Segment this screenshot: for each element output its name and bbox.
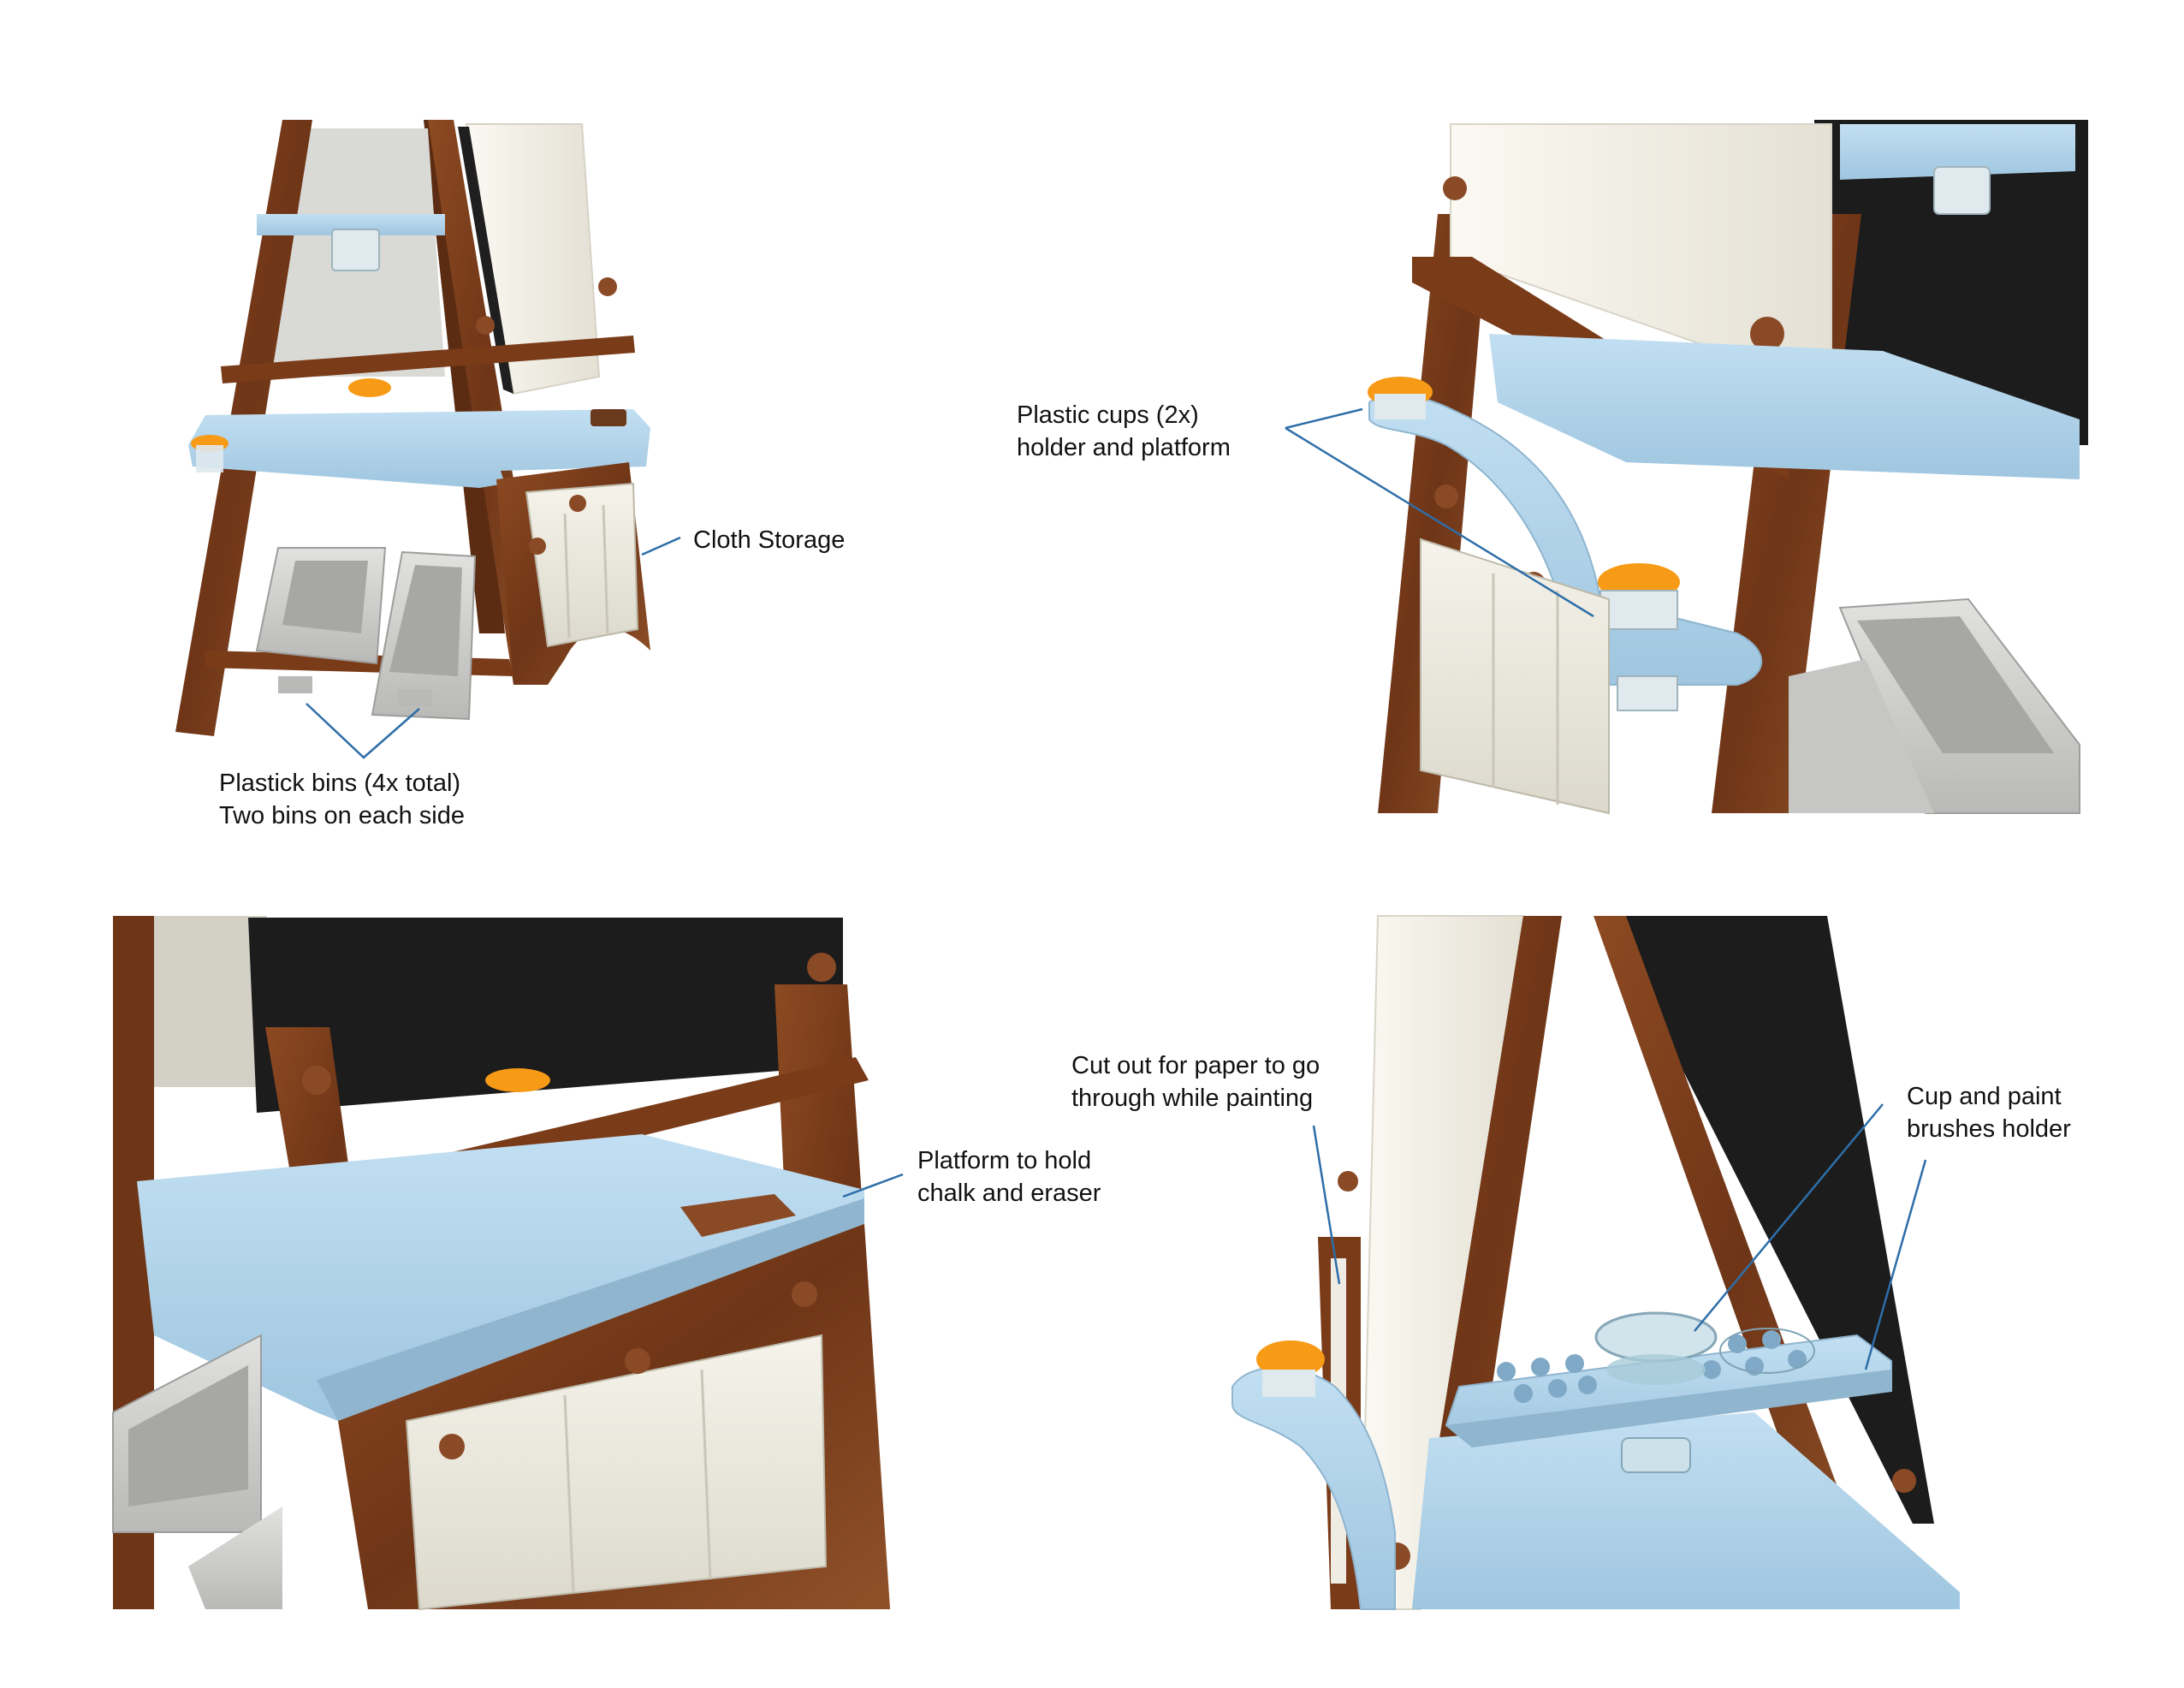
brush-holder-edge: [1446, 1370, 1891, 1447]
leader-bins: [306, 703, 420, 759]
callout-line: Cloth Storage: [693, 526, 846, 554]
callout-line: brushes holder: [1907, 1115, 2071, 1143]
callout-line: Plastic cups (2x): [1017, 401, 1199, 429]
leader-brushes: [1864, 1159, 1927, 1370]
callout-line: holder and platform: [1017, 434, 1231, 461]
callout-chalk-platform: Platform to hold chalk and eraser: [917, 1144, 1101, 1210]
easel-leg-back: [424, 120, 505, 633]
callout-line: Plastick bins (4x total): [219, 770, 461, 797]
peg-knob: [302, 1066, 331, 1095]
eraser: [591, 409, 626, 426]
cloth-storage: [405, 1281, 828, 1611]
chalkboard: [248, 918, 843, 1113]
cup-body: [1374, 394, 1426, 419]
plastic-bins: [112, 1334, 282, 1609]
callout-plastic-bins: Plastick bins (4x total) Two bins on eac…: [219, 767, 465, 832]
panel-full-easel: [175, 120, 681, 759]
top-cup-band: [257, 214, 445, 235]
peg-knob: [598, 277, 617, 296]
callout-line: through while painting: [1071, 1085, 1314, 1112]
cup-lid: [485, 1068, 550, 1092]
callout-line: chalk and eraser: [917, 1180, 1101, 1207]
peg-knob: [1443, 176, 1467, 200]
leader-cloth-storage: [641, 536, 681, 556]
peg-knob: [1434, 484, 1458, 508]
cup-lid: [1256, 1340, 1325, 1378]
glass-cup-rim: [1594, 1311, 1718, 1363]
glass-cup-below: [1621, 1437, 1691, 1473]
peg-knob: [476, 316, 495, 335]
easel-leg: [1378, 214, 1489, 813]
callout-cloth-storage: Cloth Storage: [693, 524, 845, 556]
blue-platform-edge: [317, 1198, 864, 1421]
cup-body-lower: [1617, 675, 1678, 711]
cup-holder-arm: [1368, 394, 1763, 686]
cup-body: [1599, 590, 1678, 630]
peg-knob: [1338, 1171, 1358, 1192]
easel-leg: [1593, 916, 1883, 1609]
brush-holes: [1497, 1330, 1807, 1403]
callout-line: Cut out for paper to go: [1071, 1052, 1320, 1079]
leader-cup-top: [1285, 407, 1363, 430]
callout-paper-cutout: Cut out for paper to go through while pa…: [1071, 1049, 1320, 1114]
callout-plastic-cups: Plastic cups (2x) holder and platform: [1017, 399, 1231, 464]
blue-shelf: [1489, 334, 2080, 479]
cup-body: [196, 445, 223, 473]
cup-body: [1262, 1370, 1315, 1397]
panel-cup-holder: [1285, 120, 2088, 815]
leader-chalk-platform: [842, 1173, 904, 1198]
panel-brush-holder: [1231, 915, 1960, 1610]
top-cup: [331, 229, 380, 271]
cloth-storage: [1420, 538, 1610, 815]
brush-ring: [1719, 1328, 1815, 1374]
easel-leg: [1412, 916, 1562, 1609]
peg-knob: [1750, 317, 1784, 351]
chalkboard-edge: [458, 127, 513, 394]
callout-line: Platform to hold: [917, 1147, 1092, 1174]
blue-shelf: [1412, 1412, 1960, 1609]
cloth-storage: [525, 482, 639, 648]
glass-cup-base: [1606, 1354, 1706, 1385]
callout-line: Cup and paint: [1907, 1083, 2062, 1110]
peg-knob: [807, 953, 836, 982]
plastic-bins: [255, 547, 477, 721]
panel-chalk-platform: [112, 916, 904, 1611]
chalk-rail: [221, 336, 635, 383]
callout-line: Two bins on each side: [219, 802, 465, 829]
cup-lid: [348, 378, 391, 397]
eraser: [680, 1194, 796, 1237]
callout-cup-brushes: Cup and paint brushes holder: [1907, 1080, 2071, 1145]
leader-cup-bottom: [1285, 426, 1594, 618]
leader-cup: [1694, 1103, 1884, 1332]
blue-platform: [137, 1134, 864, 1421]
top-cup-bar: [1840, 124, 2075, 180]
peg-knob: [1892, 1469, 1916, 1493]
top-cup: [1933, 166, 1991, 215]
plastic-bins: [1789, 597, 2080, 814]
blue-shelf: [188, 409, 650, 488]
leader-paper-cutout: [1312, 1125, 1341, 1285]
